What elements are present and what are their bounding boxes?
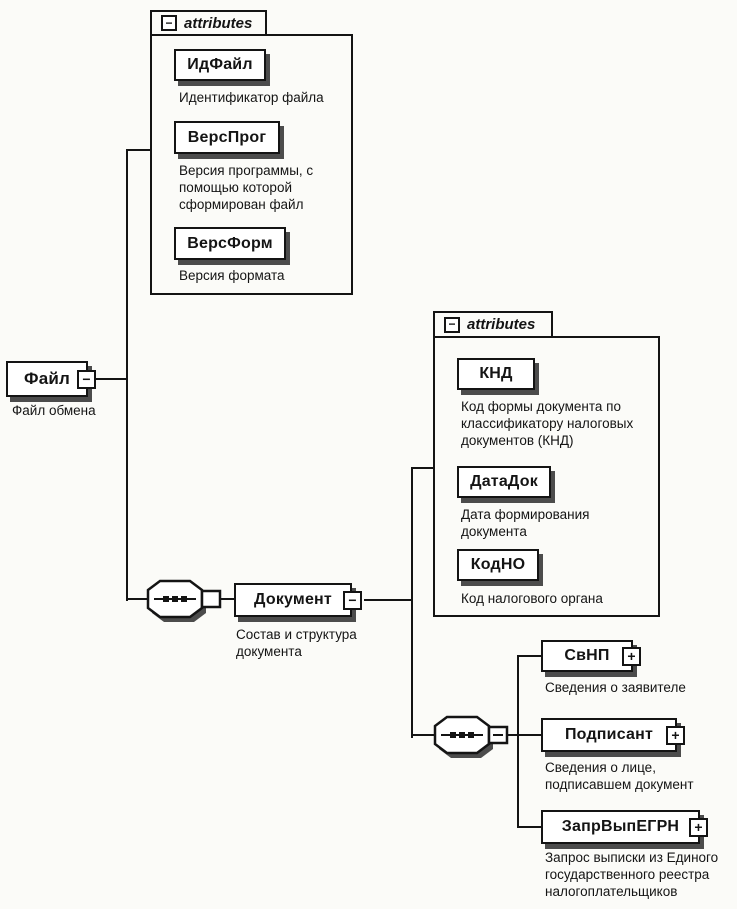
attribute-versform-description: Версия формата: [179, 268, 285, 283]
file-attributes-tab: − attributes: [150, 10, 267, 36]
attribute-idfile: ИдФайл: [174, 49, 266, 81]
element-file: Файл: [6, 361, 88, 397]
element-file-description: Файл обмена: [12, 403, 96, 418]
attribute-name: КНД: [479, 365, 513, 382]
attribute-idfile-description: Идентификатор файла: [179, 90, 324, 105]
element-svnp-description: Сведения о заявителе: [545, 680, 686, 695]
collapse-icon[interactable]: −: [444, 316, 460, 333]
file-attributes-container: ИдФайл Идентификатор файла ВерсПрог Верс…: [150, 34, 353, 295]
expand-toggle[interactable]: +: [622, 647, 641, 666]
collapse-toggle[interactable]: −: [343, 591, 362, 610]
attribute-kodno: КодНО: [457, 549, 539, 581]
attribute-versprog-description: Версия программы, с помощью которой сфор…: [179, 163, 314, 212]
attribute-kodno-description: Код налогового органа: [461, 591, 603, 606]
element-name: Документ: [254, 591, 332, 608]
element-document: Документ: [234, 583, 352, 617]
attribute-name: ИдФайл: [187, 56, 253, 73]
sequence-icon: [433, 715, 509, 758]
connector-line: [411, 734, 435, 736]
expand-toggle[interactable]: +: [689, 818, 708, 837]
document-attributes-container: КНД Код формы документа по классификатор…: [433, 336, 660, 617]
element-document-description: Состав и структура документа: [236, 627, 357, 659]
document-attributes-tab: − attributes: [433, 311, 553, 338]
attribute-name: ДатаДок: [470, 473, 538, 490]
attributes-label: attributes: [467, 316, 536, 333]
connector-line: [517, 826, 543, 828]
element-name: Подписант: [564, 726, 653, 743]
connector-line: [126, 149, 128, 601]
attribute-name: КодНО: [470, 556, 526, 573]
connector-line: [517, 655, 543, 657]
connector-line: [364, 599, 413, 601]
attribute-datadok-description: Дата формирования документа: [461, 507, 590, 539]
attribute-name: ВерсФорм: [187, 234, 273, 252]
connector-line: [517, 655, 519, 828]
element-zaprvypegrn: ЗапрВыпЕГРН: [541, 810, 700, 844]
attribute-name: ВерсПрог: [187, 128, 267, 146]
attribute-knd: КНД: [457, 358, 535, 390]
attribute-datadok: ДатаДок: [457, 466, 551, 498]
collapse-toggle[interactable]: −: [77, 370, 96, 389]
element-svnp: СвНП: [541, 640, 633, 672]
connector-line: [219, 598, 236, 600]
attribute-versprog: ВерсПрог: [174, 121, 280, 154]
connector-line: [96, 378, 128, 380]
attribute-knd-description: Код формы документа по классификатору на…: [461, 399, 634, 448]
element-zaprvypegrn-description: Запрос выписки из Единого государственно…: [545, 850, 719, 899]
expand-toggle[interactable]: +: [666, 726, 685, 745]
element-name: Файл: [23, 369, 70, 388]
connector-line: [411, 467, 435, 469]
collapse-icon[interactable]: −: [161, 15, 177, 31]
element-name: СвНП: [564, 647, 610, 664]
connector-line: [126, 598, 148, 600]
connector-line: [126, 149, 152, 151]
sequence-icon: [146, 579, 222, 622]
element-podpisant: Подписант: [541, 718, 677, 752]
element-name: ЗапрВыпЕГРН: [561, 818, 680, 835]
connector-line: [505, 734, 543, 736]
element-podpisant-description: Сведения о лице, подписавшем документ: [545, 760, 694, 792]
attributes-label: attributes: [184, 14, 253, 32]
connector-line: [411, 467, 413, 738]
attribute-versform: ВерсФорм: [174, 227, 286, 260]
